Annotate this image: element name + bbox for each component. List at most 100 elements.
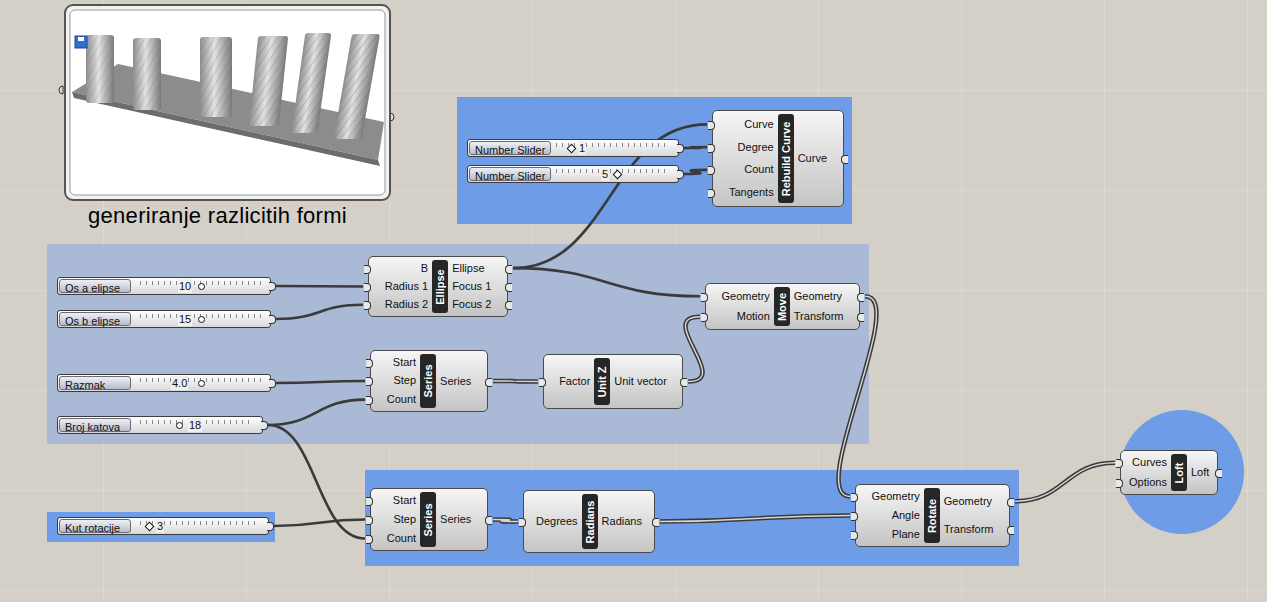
slider-label: Razmak [59,376,131,390]
wire [684,147,707,149]
input-column: CurveDegreeCountTangents [713,113,778,204]
output-param: Series [440,512,479,527]
output-column: EllipseFocus 1Focus 2 [448,259,507,314]
output-param: Geometry [794,289,851,304]
component-name-bar: Unit Z [594,358,610,405]
wire [685,317,702,382]
input-param: Degrees [532,514,578,529]
output-pin [267,522,274,531]
image-viewer [59,5,394,200]
input-column: BRadius 1Radius 2 [369,259,432,314]
input-param: Start [379,493,416,508]
output-column: Series [436,491,487,548]
component-name: Series [421,364,435,397]
input-param: Geometry [714,289,770,304]
input-column: GeometryMotion [706,286,774,327]
output-column: Radians [598,493,654,550]
slider-value: 10 [178,279,192,293]
input-param: Plane [864,527,920,542]
slider-label: Number Slider [469,167,551,181]
component-name-bar: Rotate [924,488,940,543]
number-slider: Number Slider 1 [467,139,679,157]
input-column: GeometryAnglePlane [856,487,924,544]
wire-stroke [493,520,518,522]
input-column: Factor [544,357,594,406]
component-box: StartStepCountSeriesSeries [370,350,488,412]
group-panel [47,244,869,444]
wire-stroke [493,379,538,384]
wire [493,520,518,522]
input-param: Angle [864,508,920,523]
input-param: B [377,261,428,276]
component-name: Ellipse [433,269,447,304]
component-box: FactorUnit Z Unit vector [543,354,683,409]
group-panel [365,470,1019,566]
wire [493,381,538,383]
group-circle [1120,410,1244,534]
wire-stroke [684,146,707,149]
wire [1015,463,1115,502]
component-name-bar: Move [774,287,790,326]
output-param: Curve [798,151,835,166]
group-panel [47,512,275,542]
input-param: Step [379,512,416,527]
component-name-bar: Ellipse [432,260,448,313]
component-name-bar: Series [420,354,436,408]
wire-stroke [268,425,365,539]
output-pin [269,379,276,388]
input-column: CurvesOptions [1121,453,1171,492]
wire [513,268,700,296]
number-slider: Os b elipse15 [57,310,271,328]
annotation-text: generiranje razlicitih formi [88,203,347,229]
slider-value: 15 [178,312,192,326]
input-param: Radius 2 [377,297,428,312]
component-name: Unit Z [595,366,609,397]
input-param: Count [379,392,416,407]
group-panel [457,97,852,224]
output-pin [261,421,268,430]
component-name-bar: Series [420,492,436,547]
wire [276,286,363,287]
component-name: Loft [1172,462,1186,483]
wire-stroke [276,285,363,288]
wire-stroke [660,516,850,522]
output-param: Focus 1 [452,279,499,294]
slider-value: 3 [156,519,164,533]
output-param: Transform [944,522,1001,537]
input-column: StartStepCount [371,491,420,548]
component-box: CurveDegreeCountTangentsRebuild CurveCur… [712,110,844,207]
output-pin [269,282,276,291]
wire-core [660,516,850,522]
component-name-bar: Radians [582,494,598,549]
slider-label: Kut rotacije [59,519,131,533]
output-pin [677,144,684,153]
component-name: Radians [583,500,597,543]
component-name: Series [421,503,435,536]
output-param: Radians [602,514,646,529]
slider-value: 4.0 [171,376,188,390]
slider-label: Number Slider [469,141,551,155]
output-column: GeometryTransform [790,286,859,327]
wire-core [493,520,518,522]
slider-value: 18 [188,418,202,432]
output-column: Loft [1187,453,1217,492]
input-param: Options [1129,475,1167,490]
output-param: Loft [1191,465,1209,480]
input-param: Motion [714,309,770,324]
input-param: Curves [1129,455,1167,470]
component-box: StartStepCountSeriesSeries [370,488,488,551]
wire [276,305,363,319]
component-box: GeometryAnglePlaneRotateGeometryTransfor… [855,484,1010,547]
input-param: Tangents [721,185,774,200]
output-param: Unit vector [614,374,674,389]
wire-stroke [268,400,365,425]
slider-value: 1 [578,141,586,155]
number-slider: Broj katova18 [57,416,263,434]
wire-stroke [276,305,363,319]
output-param: Focus 2 [452,297,499,312]
wire-core [685,317,702,382]
slider-knob [198,380,205,387]
